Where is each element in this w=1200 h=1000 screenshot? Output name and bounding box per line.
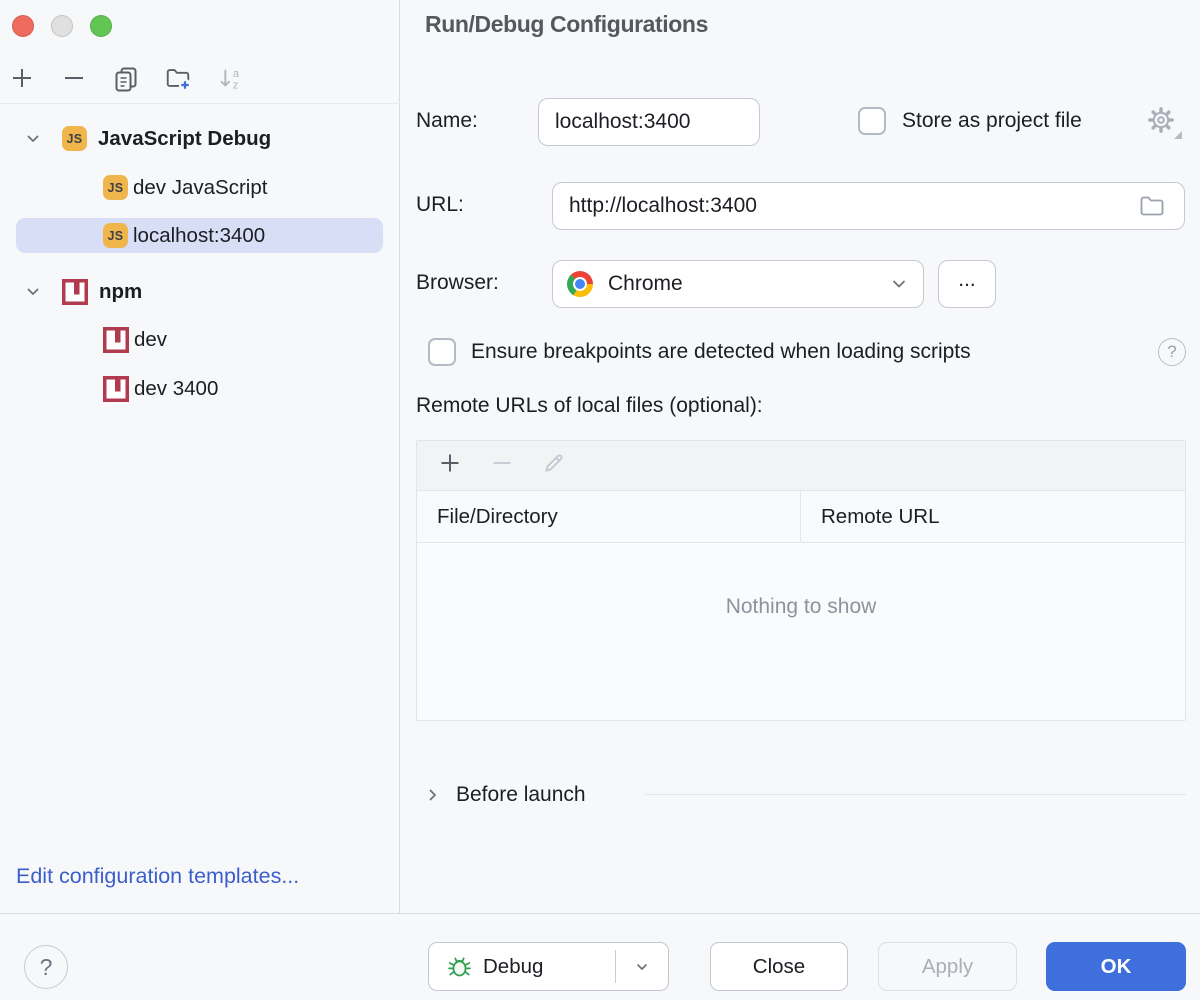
folder-icon [1140,196,1164,216]
remote-urls-table: File/Directory Remote URL Nothing to sho… [416,440,1186,721]
before-launch-label: Before launch [456,783,586,806]
before-launch-toggle[interactable] [424,786,442,809]
tree-item-label: npm [99,279,143,303]
toolbar-divider [0,103,400,104]
section-divider [645,794,1186,795]
tree-item-dev-javascript[interactable]: JS dev JavaScript [16,170,383,205]
bug-icon [448,957,471,977]
chevron-down-icon[interactable] [24,130,42,148]
ensure-breakpoints-checkbox[interactable] [428,338,456,366]
name-label: Name: [416,109,478,132]
new-folder-icon [166,69,192,92]
edit-configuration-templates-link[interactable]: Edit configuration templates... [16,864,300,888]
name-input[interactable] [538,98,760,146]
javascript-icon: JS [62,126,87,151]
window-minimize-button[interactable] [51,15,73,37]
table-empty-body: Nothing to show [417,543,1185,720]
close-button[interactable]: Close [710,942,848,991]
table-edit-button[interactable] [541,450,567,481]
dropdown-corner-icon [1174,131,1182,139]
remote-urls-label: Remote URLs of local files (optional): [416,394,763,417]
help-icon[interactable]: ? [1158,338,1186,366]
copy-configuration-button[interactable] [112,64,140,92]
browser-label: Browser: [416,271,499,294]
sidebar-toolbar: a z [8,64,244,92]
chevron-right-icon [429,789,436,801]
window-controls [12,15,112,37]
tree-item-label: dev [134,327,168,351]
chevron-down-icon [893,280,905,288]
tree-item-label: dev JavaScript [133,175,268,199]
browser-select[interactable]: Chrome [552,260,924,308]
debug-button-label: Debug [483,954,544,978]
browser-more-button[interactable]: ... [938,260,996,308]
ensure-breakpoints-label: Ensure breakpoints are detected when loa… [471,340,971,363]
footer-divider [0,913,1200,914]
debug-dropdown-button[interactable] [616,958,668,976]
table-toolbar [417,441,1185,491]
column-header-remote-url[interactable]: Remote URL [821,504,940,528]
copy-icon [115,67,137,92]
tree-item-label: dev 3400 [134,376,219,400]
split-button-divider [615,950,616,983]
sort-configurations-button[interactable]: a z [216,64,244,92]
help-button[interactable]: ? [24,945,68,989]
url-label: URL: [416,193,464,216]
tree-item-localhost-3400[interactable]: JS localhost:3400 [16,218,383,253]
minus-icon [493,462,511,464]
plus-icon [441,454,459,472]
apply-button[interactable]: Apply [878,942,1017,991]
window-zoom-button[interactable] [90,15,112,37]
ok-button[interactable]: OK [1046,942,1186,991]
npm-icon [62,278,88,305]
browse-file-button[interactable] [1138,193,1166,224]
javascript-icon: JS [103,223,128,248]
plus-icon [13,69,31,87]
browser-selected-value: Chrome [608,272,683,295]
table-remove-button[interactable] [489,450,515,481]
svg-text:z: z [233,79,239,91]
new-folder-button[interactable] [164,64,192,92]
tree-item-label: localhost:3400 [133,223,266,247]
store-options-button[interactable] [1146,105,1182,139]
minus-icon [65,77,83,79]
table-header-row: File/Directory Remote URL [417,491,1185,543]
javascript-icon: JS [103,175,128,200]
chevron-down-icon [637,963,647,970]
dialog-title: Run/Debug Configurations [425,11,708,37]
gear-icon [1148,107,1174,133]
configurations-sidebar: a z JS JavaScript Debug JS dev JavaScrip… [0,0,400,913]
chrome-icon [567,271,593,297]
npm-icon [103,375,129,402]
window-close-button[interactable] [12,15,34,37]
store-as-project-file-checkbox[interactable] [858,107,886,135]
empty-state-text: Nothing to show [725,595,877,618]
table-add-button[interactable] [437,450,463,481]
tree-item-dev[interactable]: dev [16,322,383,357]
chevron-down-icon[interactable] [24,283,42,301]
column-header-file-directory[interactable]: File/Directory [417,491,801,542]
url-input[interactable] [552,182,1185,230]
remove-configuration-button[interactable] [60,64,88,92]
svg-text:a: a [233,68,240,80]
tree-group-npm[interactable]: npm [16,274,383,309]
pencil-icon [545,454,563,472]
tree-item-dev-3400[interactable]: dev 3400 [16,371,383,406]
debug-button[interactable]: Debug [428,942,669,991]
npm-icon [103,326,129,353]
tree-group-javascript-debug[interactable]: JS JavaScript Debug [16,121,383,156]
add-configuration-button[interactable] [8,64,36,92]
store-as-project-file-label: Store as project file [902,109,1082,132]
sort-alphabetically-icon: a z [220,68,240,91]
tree-item-label: JavaScript Debug [98,126,272,150]
